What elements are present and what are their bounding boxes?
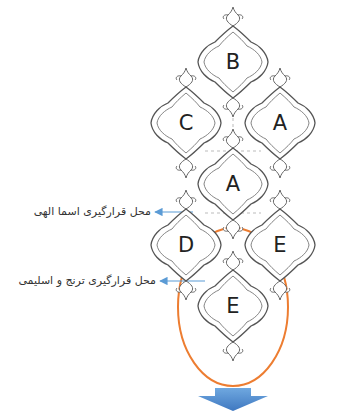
medallion-letter: E [240,235,320,256]
medallion: E [193,246,273,366]
medallion-letter: E [193,296,273,317]
medallion-letter: D [146,235,226,256]
down-arrow [198,388,268,411]
leader-arrow [160,280,205,281]
medallion-letter: B [193,52,273,73]
medallion-letter: C [146,113,226,134]
medallion-letter: A [240,113,320,134]
medallion-letter: A [193,174,273,195]
callout-text: محل قرارگیری ترنج و اسلیمی [17,274,157,287]
callout-text: محل قرارگیری اسما الهی [33,205,152,218]
